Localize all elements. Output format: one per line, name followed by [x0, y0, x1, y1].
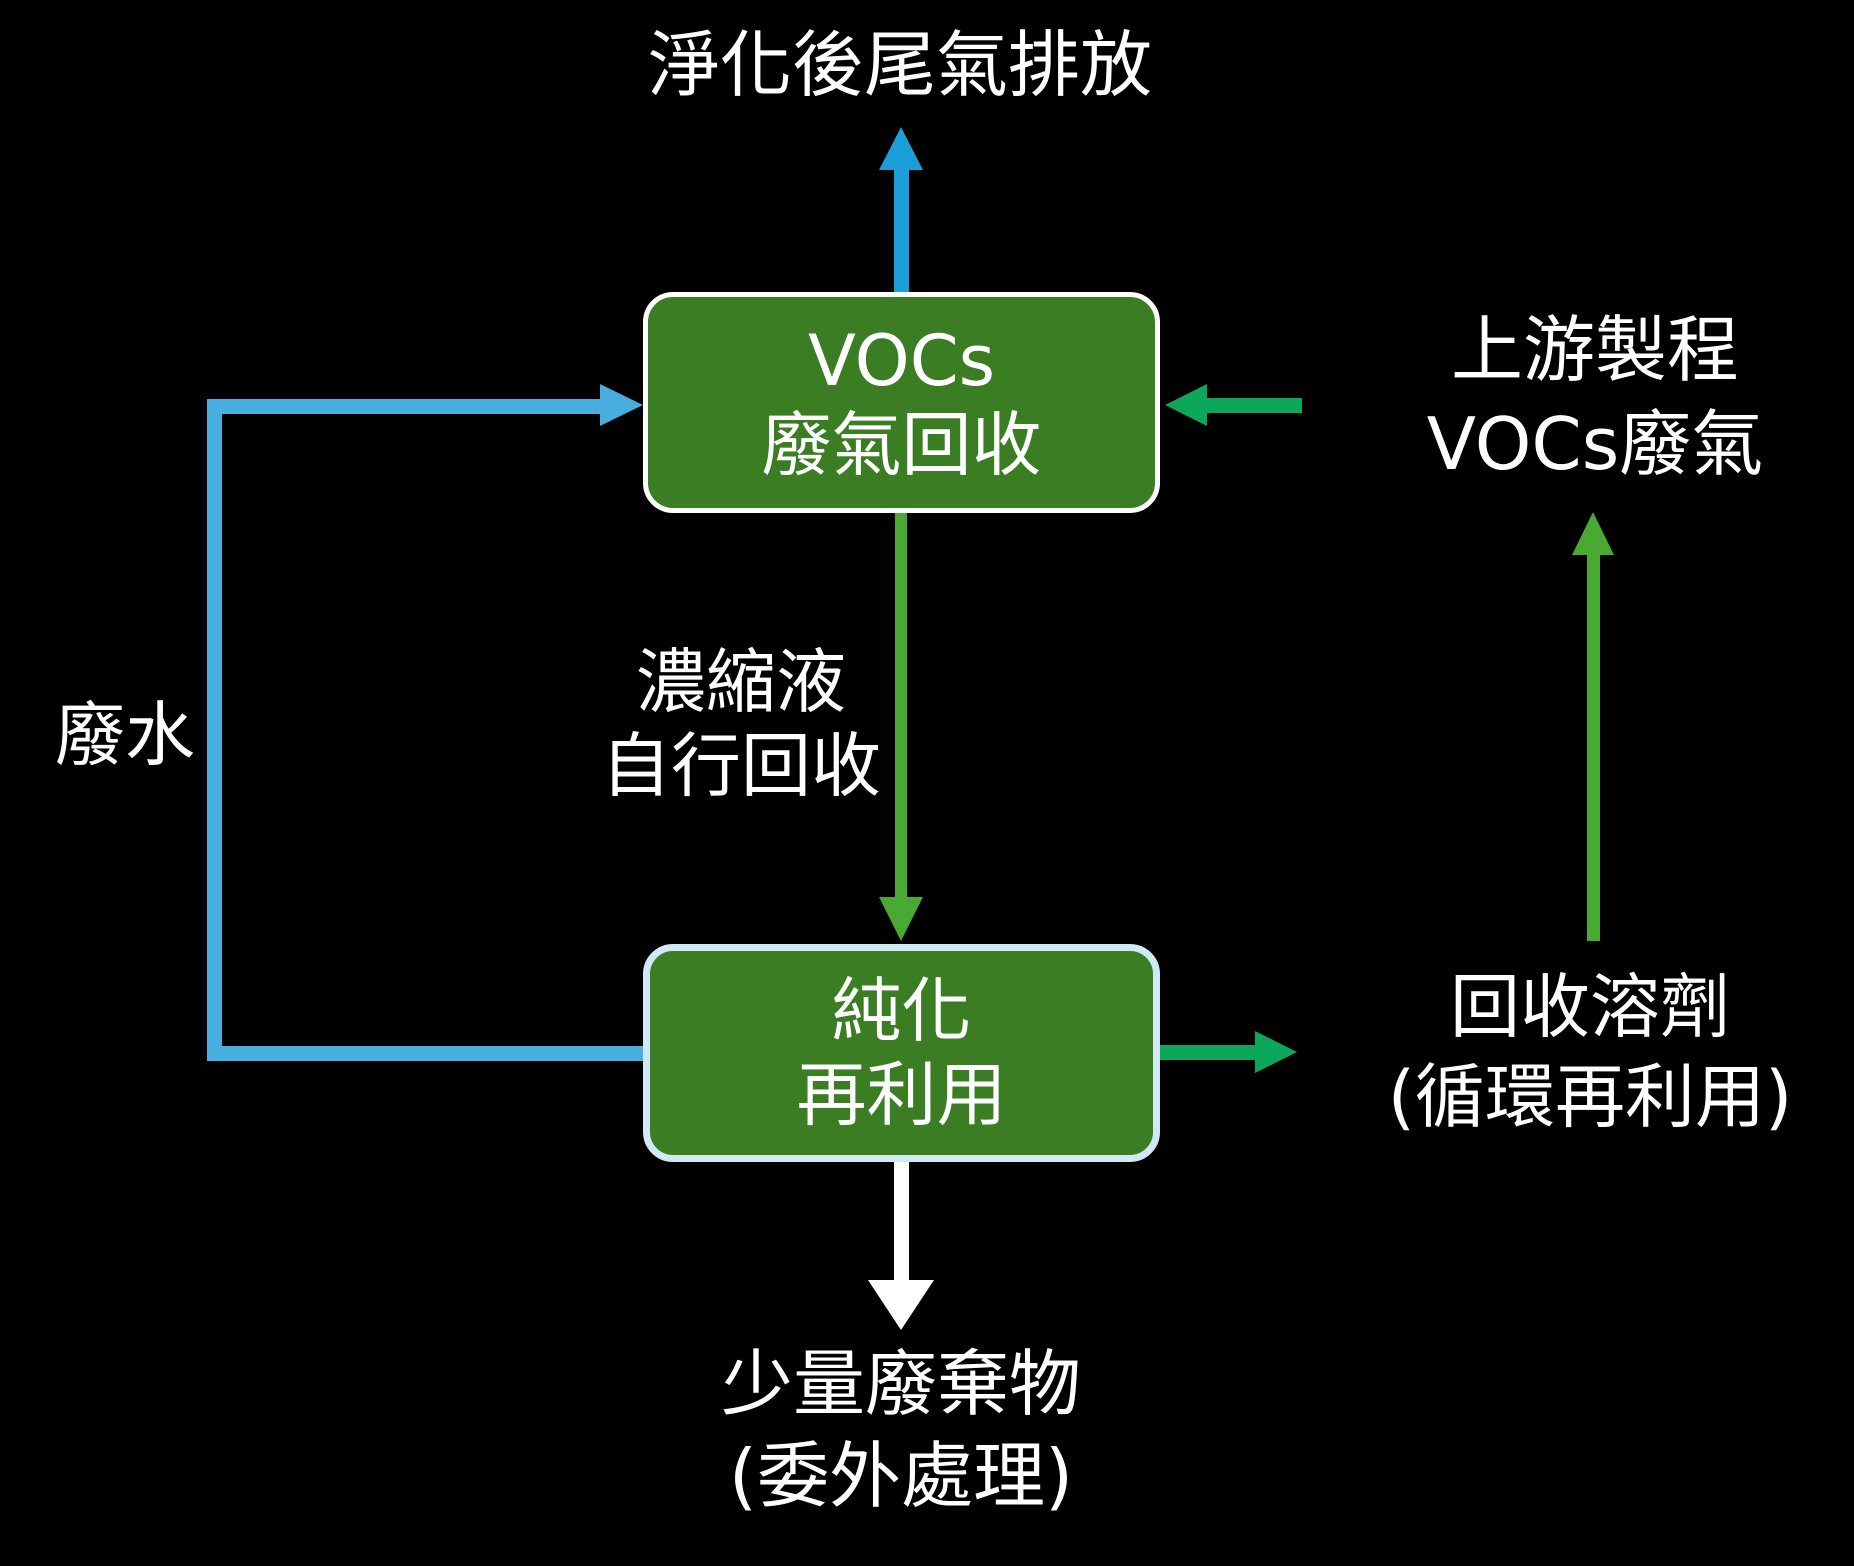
label-upstream-line2: VOCs廢氣 — [1426, 402, 1764, 486]
arrow-concentrate-down-icon — [879, 897, 923, 941]
label-solvent-line2: (循環再利用) — [1387, 1056, 1793, 1138]
wastewater-loop-right-icon — [600, 384, 643, 426]
label-wastewater: 廢水 — [55, 694, 195, 776]
node-vocs-recovery-line1: VOCs — [807, 319, 996, 402]
label-recovered-solvent: 回收溶劑 (循環再利用) — [1370, 962, 1810, 1142]
arrow-solvent-shaft — [1160, 1045, 1255, 1060]
arrow-upstream-shaft — [1205, 398, 1302, 413]
node-purification-line1: 純化 — [831, 970, 972, 1052]
wastewater-loop-top-segment — [207, 399, 601, 414]
label-solvent-line1: 回收溶劑 — [1450, 966, 1730, 1048]
wastewater-loop-bottom-segment — [207, 1046, 643, 1061]
arrow-waste-down-icon — [868, 1280, 934, 1330]
label-upstream-line1: 上游製程 — [1450, 308, 1739, 392]
arrow-solvent-right-icon — [1255, 1031, 1297, 1073]
label-concentrate: 濃縮液 自行回收 — [550, 640, 932, 808]
arrow-clean-exhaust-shaft — [894, 168, 909, 294]
label-upstream-source: 上游製程 VOCs廢氣 — [1360, 303, 1830, 491]
node-purification: 純化 再利用 — [643, 944, 1160, 1162]
wastewater-loop-vertical-segment — [207, 399, 222, 1061]
arrow-clean-exhaust-up-icon — [879, 127, 923, 170]
arrow-recycle-up-icon — [1572, 512, 1614, 555]
node-purification-line2: 再利用 — [796, 1054, 1007, 1136]
label-waste-output: 少量廢棄物 (委外處理) — [620, 1338, 1182, 1522]
label-concentrate-line1: 濃縮液 — [636, 641, 846, 723]
arrow-upstream-left-icon — [1165, 384, 1207, 426]
node-vocs-recovery-line2: 廢氣回收 — [761, 403, 1042, 486]
label-waste-line2: (委外處理) — [728, 1434, 1074, 1518]
label-waste-line1: 少量廢棄物 — [720, 1342, 1081, 1426]
label-concentrate-line2: 自行回收 — [601, 725, 881, 807]
node-vocs-recovery: VOCs 廢氣回收 — [643, 292, 1160, 513]
label-clean-exhaust: 淨化後尾氣排放 — [647, 23, 1152, 107]
arrow-waste-shaft — [894, 1162, 909, 1282]
arrow-concentrate-shaft — [895, 513, 907, 899]
arrow-recycle-shaft — [1587, 553, 1600, 941]
